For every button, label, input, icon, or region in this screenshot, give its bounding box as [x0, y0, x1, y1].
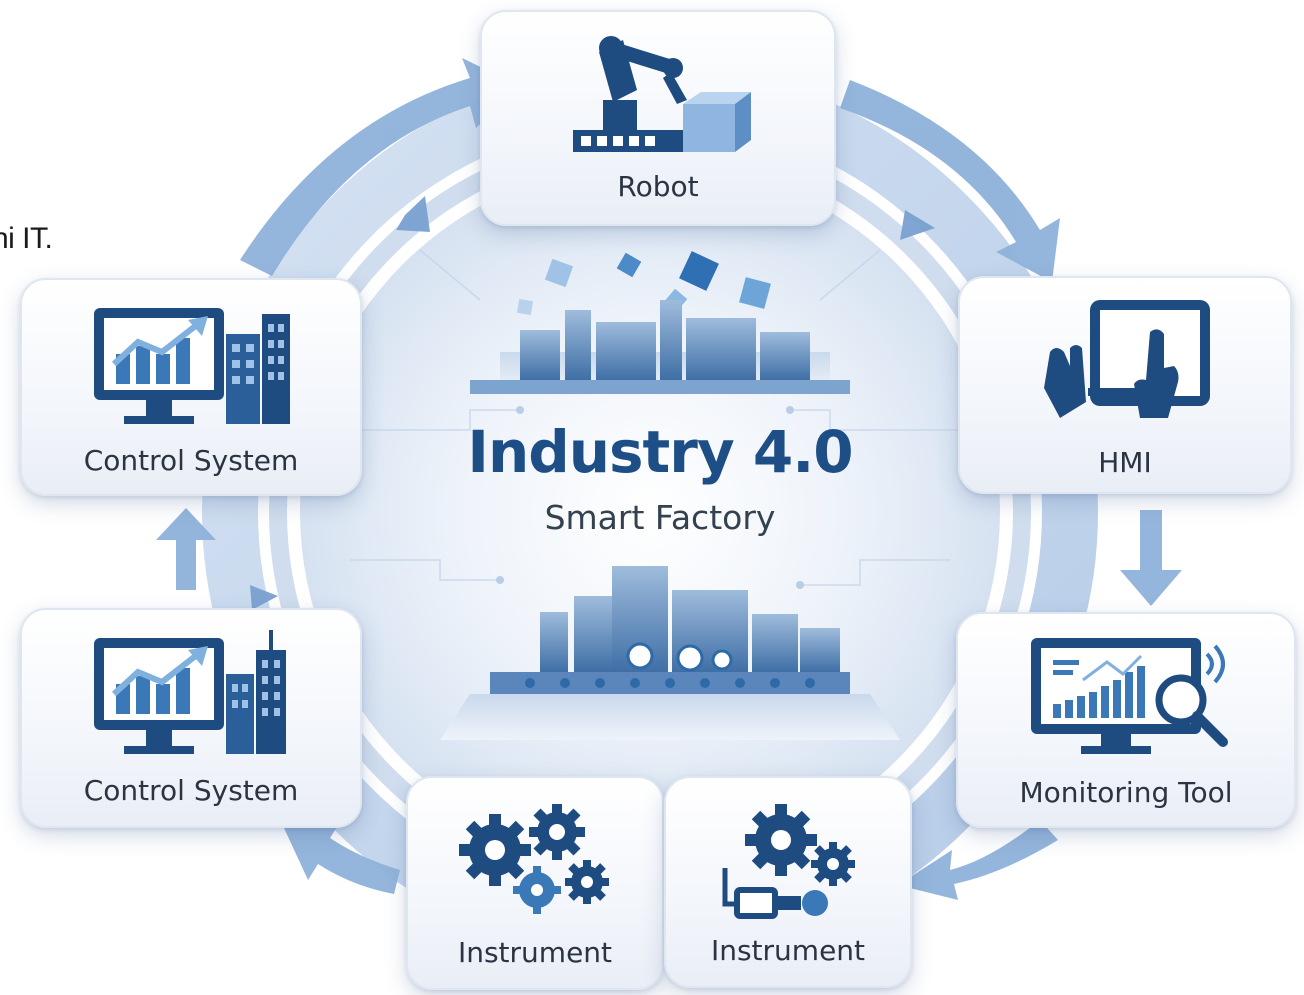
node-instrument-left: Instrument — [406, 776, 664, 990]
arrow-top-left — [240, 58, 520, 276]
center-subtitle: Smart Factory — [544, 498, 776, 537]
arrow-inner-top — [396, 196, 430, 232]
arrow-bottom-left — [284, 822, 400, 894]
gears-icon — [408, 794, 662, 924]
flow-arrows — [156, 58, 1182, 900]
cropped-caption: hi IT. — [0, 222, 53, 255]
arrow-inner-left — [250, 585, 278, 610]
circuit-lines — [340, 249, 960, 586]
circuit-dots — [496, 406, 804, 589]
robot-arm-icon — [482, 30, 834, 160]
node-control-system-lower: Control System — [20, 608, 362, 828]
monitor-chart-icon — [22, 294, 360, 434]
robot-label: Robot — [617, 170, 699, 203]
node-monitoring-tool: Monitoring Tool — [956, 612, 1296, 828]
arrow-bottom-right — [898, 820, 1058, 900]
node-control-system-upper: Control System — [20, 278, 362, 496]
arrow-left — [156, 508, 216, 590]
gear-device-icon — [666, 794, 910, 924]
arrow-right — [1120, 510, 1182, 606]
monitor-analytics-icon — [958, 630, 1294, 760]
hmi-label: HMI — [1098, 446, 1152, 479]
arrow-inner-right — [900, 210, 935, 240]
node-instrument-right: Instrument — [664, 776, 912, 988]
control-system-upper-label: Control System — [83, 444, 299, 477]
node-hmi: HMI — [958, 276, 1292, 494]
upper-factory — [470, 300, 850, 394]
control-system-lower-label: Control System — [83, 774, 299, 807]
floating-cubes — [516, 251, 771, 316]
arrow-top-right — [840, 80, 1060, 282]
lower-factory — [440, 566, 900, 740]
touch-tablet-icon — [960, 292, 1290, 432]
monitoring-tool-label: Monitoring Tool — [1019, 776, 1233, 809]
instrument-right-label: Instrument — [710, 934, 866, 967]
node-robot: Robot — [480, 10, 836, 226]
center-title: Industry 4.0 — [467, 418, 853, 486]
monitor-chart-icon — [22, 624, 360, 764]
instrument-left-label: Instrument — [457, 936, 613, 969]
